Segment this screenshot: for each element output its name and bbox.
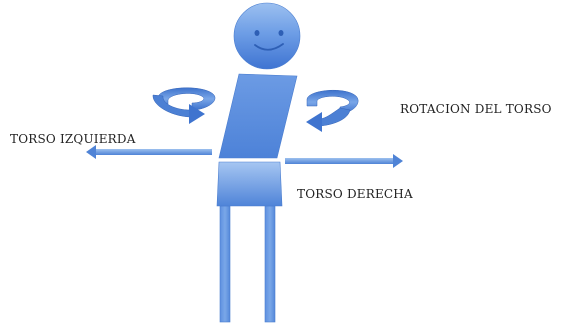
pelvis: [216, 161, 283, 207]
legs: [219, 205, 276, 323]
arrow-left-icon: [86, 145, 212, 159]
rotation-arrow-right-icon: [306, 90, 359, 132]
torso-left-label: TORSO IZQUIERDA: [10, 132, 136, 146]
left-leg: [219, 205, 231, 323]
rotation-arrow-left-icon: [152, 87, 216, 124]
arrow-right-icon: [285, 154, 403, 168]
torso-right-label: TORSO DERECHA: [297, 187, 413, 201]
torso-rotation-label: ROTACION DEL TORSO: [400, 102, 552, 116]
right-leg: [264, 205, 276, 323]
torso: [218, 73, 298, 159]
smiley-face-icon: [233, 2, 301, 70]
